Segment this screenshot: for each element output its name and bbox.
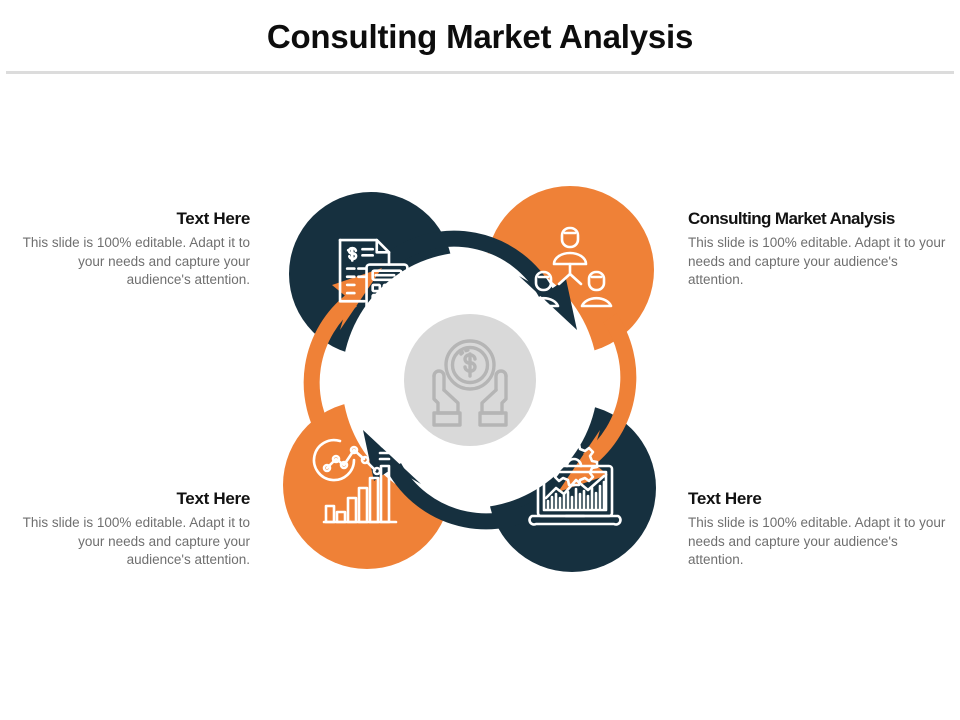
slide-header: Consulting Market Analysis <box>0 0 960 74</box>
arrow-right-down <box>558 313 637 492</box>
text-block-top-right-heading: Consulting Market Analysis <box>688 209 895 228</box>
laptop-chart-gear-icon <box>528 442 622 526</box>
text-block-bottom-left-body: This slide is 100% editable. Adapt it to… <box>22 515 250 567</box>
text-block-top-left-heading: Text Here <box>176 209 250 228</box>
text-block-bottom-right-heading: Text Here <box>688 489 762 508</box>
team-hierarchy-icon <box>527 226 613 308</box>
arrow-bottom-left <box>363 430 558 530</box>
page-title: Consulting Market Analysis <box>266 18 694 55</box>
text-block-top-right-body: This slide is 100% editable. Adapt it to… <box>688 235 946 287</box>
text-block-top-right: Consulting Market Analysis This slide is… <box>688 209 946 290</box>
cycle-diagram <box>270 180 670 580</box>
text-block-bottom-left: Text Here This slide is 100% editable. A… <box>18 489 251 570</box>
analytics-bar-chart-icon <box>312 438 398 524</box>
invoice-calculator-icon <box>338 238 409 315</box>
text-block-bottom-left-heading: Text Here <box>176 489 250 508</box>
arrow-top-right <box>382 230 577 330</box>
arrow-left-up <box>303 268 382 447</box>
text-block-top-left: Text Here This slide is 100% editable. A… <box>18 209 251 290</box>
hands-holding-coin-icon <box>432 339 508 427</box>
header-divider <box>6 71 954 74</box>
text-block-top-left-body: This slide is 100% editable. Adapt it to… <box>22 235 250 287</box>
center-circle <box>404 314 536 446</box>
text-block-bottom-right-body: This slide is 100% editable. Adapt it to… <box>688 515 946 567</box>
text-block-bottom-right: Text Here This slide is 100% editable. A… <box>688 489 946 570</box>
